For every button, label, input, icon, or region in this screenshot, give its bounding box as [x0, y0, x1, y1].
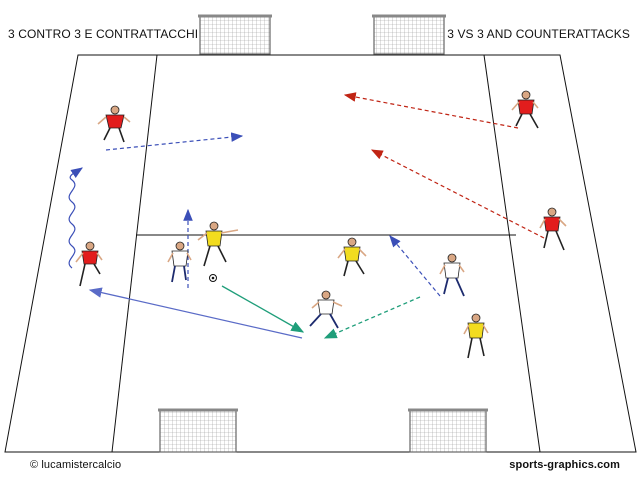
right-channel-line	[483, 54, 541, 453]
pass-arrow-to-left	[88, 287, 303, 339]
goal-bottom-left	[158, 408, 238, 453]
goal-top-left	[198, 14, 272, 55]
blue-run-arrow-top-left	[105, 132, 244, 151]
title-italian: 3 CONTRO 3 E CONTRATTACCHI	[8, 27, 199, 41]
left-channel-line	[111, 54, 158, 453]
red-run-arrow-top	[343, 92, 519, 129]
ball	[209, 274, 217, 282]
movement-arrows	[68, 92, 545, 339]
white-player-2	[309, 290, 343, 329]
red-player-3	[511, 90, 539, 129]
red-player-4	[539, 207, 567, 251]
yellow-player-2	[337, 237, 367, 277]
site-text: sports-graphics.com	[509, 459, 620, 471]
yellow-player-1	[197, 221, 239, 267]
blue-run-arrow-right	[389, 235, 441, 297]
white-player-3	[439, 253, 465, 297]
green-pass-arrow-solid	[221, 285, 305, 333]
white-player-1	[167, 241, 192, 283]
title-english: 3 VS 3 AND COUNTERATTACKS	[447, 27, 630, 41]
goal-top-right	[372, 14, 446, 55]
credit-text: © lucamistercalcio	[30, 459, 122, 471]
pitch-boundary	[4, 54, 637, 453]
dribble-wave-arrow	[68, 167, 83, 269]
green-pass-arrow-dashed	[323, 296, 421, 339]
goal-bottom-right	[408, 408, 488, 453]
red-run-arrow-middle	[370, 149, 545, 239]
pitch-lines	[4, 54, 637, 453]
red-player-2	[75, 241, 103, 287]
players	[75, 90, 567, 359]
yellow-player-3	[463, 313, 489, 359]
red-player-1	[97, 105, 131, 143]
